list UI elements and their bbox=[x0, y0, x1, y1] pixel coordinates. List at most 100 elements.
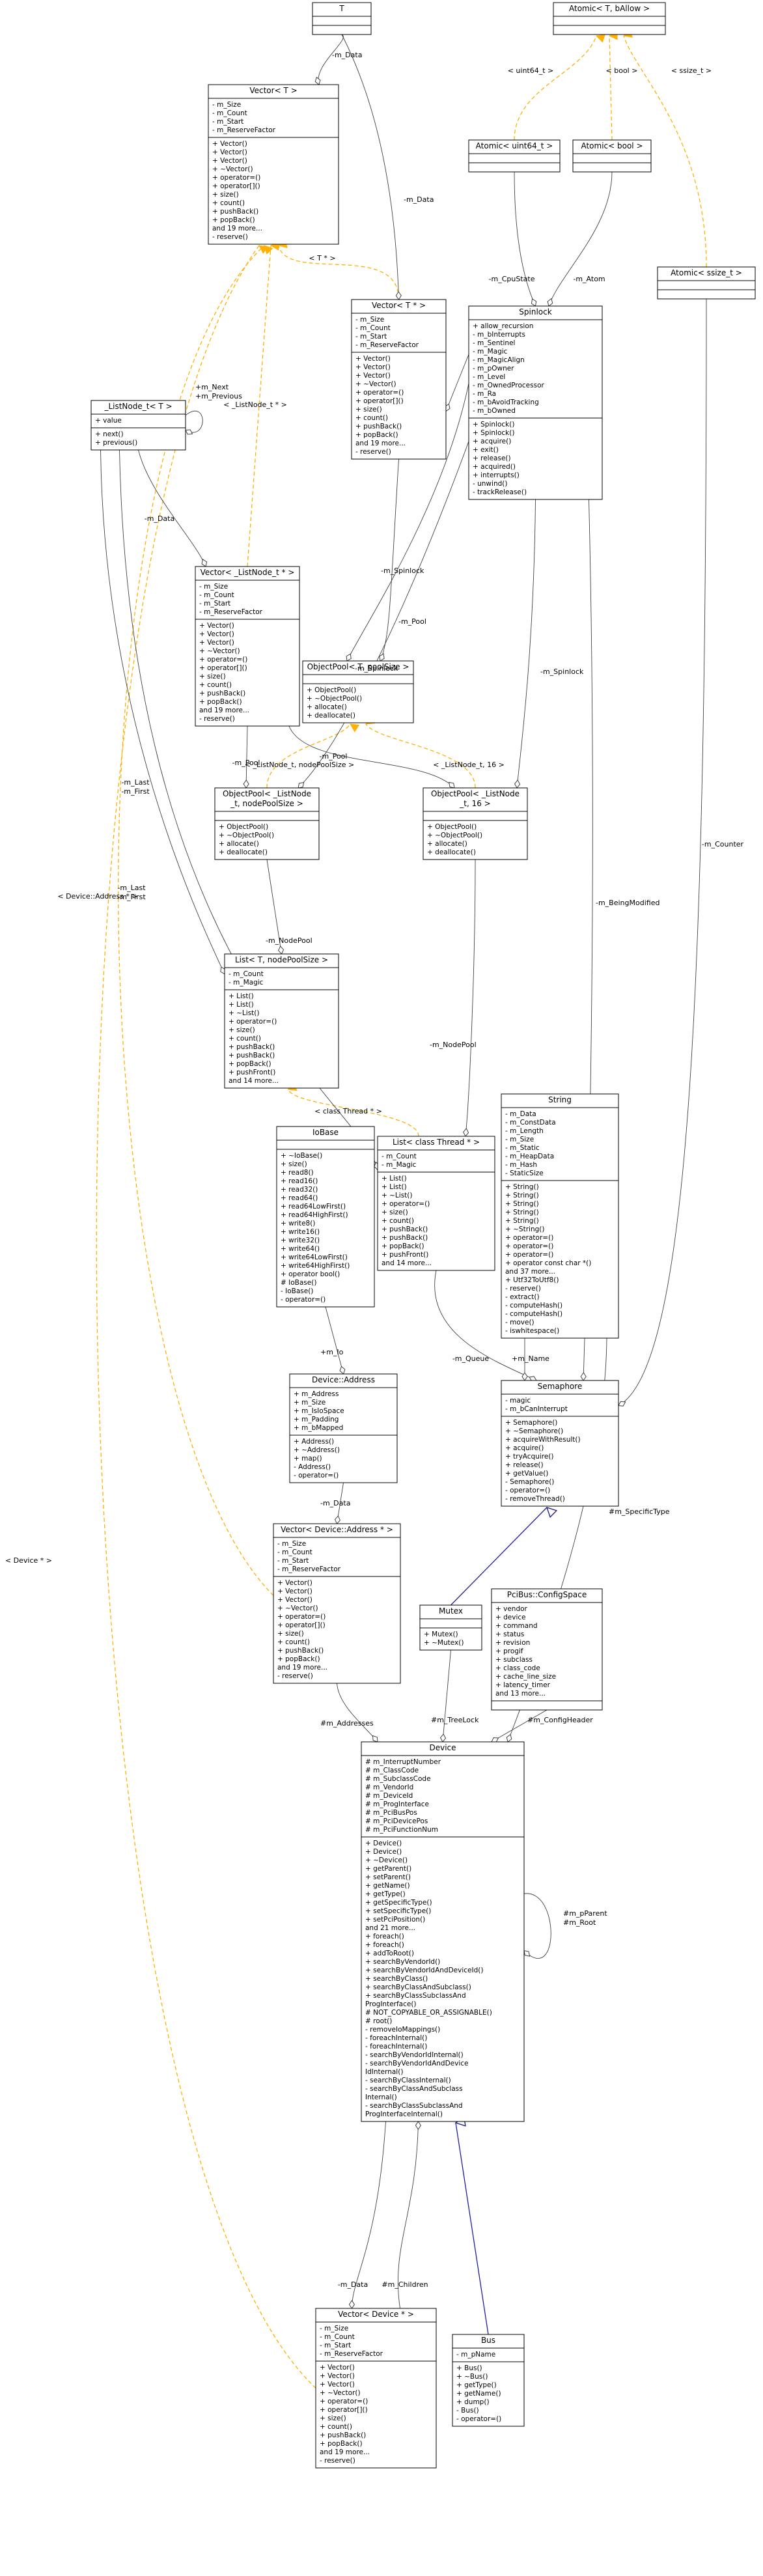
class-box-mutex[interactable]: Mutex+ Mutex()+ ~Mutex() bbox=[419, 1604, 482, 1651]
class-method: + Spinlock() bbox=[473, 421, 514, 428]
class-method: + read8() bbox=[281, 1169, 314, 1177]
class-box-list-thread[interactable]: List< class Thread * >- m_Count- m_Magic… bbox=[377, 1136, 495, 1271]
class-method: + read64HighFirst() bbox=[281, 1211, 348, 1219]
class-method: + Vector() bbox=[355, 355, 391, 363]
class-box-atomic-tb[interactable]: Atomic< T, bAllow > bbox=[553, 2, 666, 35]
class-box-device[interactable]: Device# m_InterruptNumber# m_ClassCode# … bbox=[361, 1741, 525, 2122]
edge-label-ln_data: -m_Data bbox=[145, 514, 174, 523]
class-box-string[interactable]: String- m_Data- m_ConstData- m_Length- m… bbox=[501, 1093, 619, 1339]
class-method: + size() bbox=[320, 2415, 346, 2422]
class-box-spinlock[interactable]: Spinlock+ allow_recursion- m_bInterrupts… bbox=[468, 305, 603, 500]
class-method: + count() bbox=[320, 2423, 352, 2431]
class-method: + pushBack() bbox=[212, 208, 258, 216]
edge-parent bbox=[523, 1893, 551, 1959]
class-box-atomic-ssize[interactable]: Atomic< ssize_t > bbox=[657, 266, 756, 300]
edge-label-first2: -m_First bbox=[117, 893, 146, 901]
class-box-frame bbox=[315, 2308, 437, 2469]
class-method: + Semaphore() bbox=[505, 1419, 557, 1427]
class-title: List< T, nodePoolSize > bbox=[235, 955, 328, 964]
class-box-vector-ln[interactable]: Vector< _ListNode_t * >- m_Size- m_Count… bbox=[195, 566, 300, 727]
class-attribute: - m_ReserveFactor bbox=[212, 126, 276, 134]
class-method: + String() bbox=[505, 1209, 539, 1216]
class-method: + getSpecificType() bbox=[365, 1899, 432, 1907]
edge-label-spin2: -m_Spinlock bbox=[355, 664, 398, 673]
class-attribute: + m_Address bbox=[294, 1390, 339, 1398]
class-box-atomic-u64[interactable]: Atomic< uint64_t > bbox=[468, 139, 561, 173]
edge-atom bbox=[547, 171, 613, 307]
class-box-vector-t[interactable]: Vector< T >- m_Size- m_Count- m_Start- m… bbox=[208, 84, 339, 245]
class-method: + foreach() bbox=[365, 1933, 404, 1940]
class-box-objpool-t[interactable]: ObjectPool< T, poolSize >+ ObjectPool()+… bbox=[302, 660, 414, 723]
edge-pool2 bbox=[243, 725, 249, 789]
edge-da_data bbox=[334, 1482, 344, 1524]
class-title: _t, 16 > bbox=[459, 799, 490, 808]
class-attribute: + class_code bbox=[495, 1664, 540, 1672]
class-box-configspace[interactable]: PciBus::ConfigSpace+ vendor+ device+ com… bbox=[491, 1588, 603, 1711]
class-method: + acquire() bbox=[505, 1444, 544, 1452]
edge-label-last1: -m_Last bbox=[121, 778, 150, 787]
class-method: + pushBack() bbox=[382, 1234, 428, 1242]
class-box-vector-dev[interactable]: Vector< Device * >- m_Size- m_Count- m_S… bbox=[315, 2308, 437, 2469]
class-method: + setPciPosition() bbox=[365, 1916, 425, 1924]
class-method: + allocate() bbox=[427, 840, 467, 848]
class-box-atomic-bool[interactable]: Atomic< bool > bbox=[572, 139, 652, 173]
edges-layer bbox=[96, 35, 707, 2388]
class-attribute: - m_bInterrupts bbox=[473, 331, 525, 339]
class-attribute: # m_VendorId bbox=[365, 1784, 413, 1791]
class-method: + String() bbox=[505, 1192, 539, 1199]
class-method: + ~ObjectPool() bbox=[219, 832, 274, 839]
class-method: + previous() bbox=[95, 439, 137, 447]
class-method: - operator=() bbox=[505, 1487, 550, 1494]
edge-label-tpl_nps: < _ListNode_t, nodePoolSize > bbox=[245, 761, 354, 769]
class-method: - searchByClassAndSubclass bbox=[365, 2085, 463, 2093]
class-method: - unwind() bbox=[473, 480, 507, 488]
class-box-bus[interactable]: Bus- m_pName+ Bus()+ ~Bus()+ getType()+ … bbox=[452, 2334, 525, 2427]
class-box-T[interactable]: T bbox=[312, 2, 372, 35]
class-box-frame bbox=[468, 305, 603, 500]
class-method: + Vector() bbox=[277, 1596, 312, 1604]
class-box-objpool-ln16[interactable]: ObjectPool< _ListNode_t, 16 >+ ObjectPoo… bbox=[423, 787, 528, 860]
class-attribute: - StaticSize bbox=[505, 1169, 544, 1177]
class-box-semaphore[interactable]: Semaphore- magic- m_bCanInterrupt+ Semap… bbox=[501, 1380, 619, 1507]
edge-devaddr bbox=[118, 245, 274, 1596]
edge-objpool-spin bbox=[444, 354, 469, 412]
edge-label-confighdr: #m_ConfigHeader bbox=[527, 1716, 593, 1724]
class-method: - move() bbox=[505, 1319, 534, 1326]
class-method: + List() bbox=[382, 1183, 407, 1191]
edge-ln_data bbox=[138, 449, 208, 567]
class-box-listnode[interactable]: _ListNode_t< T >+ value+ next()+ previou… bbox=[90, 400, 186, 451]
class-attribute: + status bbox=[495, 1631, 524, 1638]
class-method: + operator=() bbox=[212, 174, 260, 182]
class-method: and 19 more... bbox=[212, 225, 262, 232]
class-method: + Spinlock() bbox=[473, 429, 514, 437]
class-attribute: - m_ConstData bbox=[505, 1119, 556, 1127]
class-method: + Vector() bbox=[320, 2381, 355, 2388]
class-attribute: - m_Start bbox=[277, 1557, 309, 1565]
class-box-frame bbox=[302, 660, 414, 723]
class-method: + String() bbox=[505, 1183, 539, 1191]
class-box-device-address[interactable]: Device::Address+ m_Address+ m_Size+ m_Is… bbox=[289, 1373, 398, 1483]
edge-spin3 bbox=[514, 499, 536, 789]
class-box-frame bbox=[273, 1523, 401, 1684]
class-box-vector-da[interactable]: Vector< Device::Address * >- m_Size- m_C… bbox=[273, 1523, 401, 1684]
class-title: Semaphore bbox=[538, 1382, 583, 1391]
class-method: + count() bbox=[229, 1035, 261, 1043]
class-box-iobase[interactable]: IoBase+ ~IoBase()+ size()+ read8()+ read… bbox=[276, 1126, 375, 1308]
class-method: + read32() bbox=[281, 1186, 318, 1194]
class-attribute: - m_Sentinel bbox=[473, 339, 515, 347]
class-box-vector-tp[interactable]: Vector< T * >- m_Size- m_Count- m_Start-… bbox=[351, 299, 447, 460]
class-attribute: - m_Ra bbox=[473, 390, 496, 398]
class-method: + allocate() bbox=[307, 703, 347, 711]
class-method: + size() bbox=[382, 1209, 408, 1216]
class-attribute: + m_Padding bbox=[294, 1416, 339, 1423]
class-method: - computeHash() bbox=[505, 1302, 562, 1309]
class-method: + pushBack() bbox=[355, 423, 402, 430]
edge-io bbox=[325, 1306, 346, 1375]
class-box-objpool-ln[interactable]: ObjectPool< _ListNode_t, nodePoolSize >+… bbox=[214, 787, 320, 860]
edge-label-children: #m_Children bbox=[382, 2280, 428, 2289]
edge-label-spectype: #m_SpecificType bbox=[609, 1507, 670, 1516]
class-method: + ~ObjectPool() bbox=[427, 832, 482, 839]
class-method: + operator=() bbox=[229, 1018, 277, 1026]
class-box-list-t[interactable]: List< T, nodePoolSize >- m_Count- m_Magi… bbox=[224, 953, 339, 1089]
class-attribute: - m_Size bbox=[355, 316, 384, 324]
